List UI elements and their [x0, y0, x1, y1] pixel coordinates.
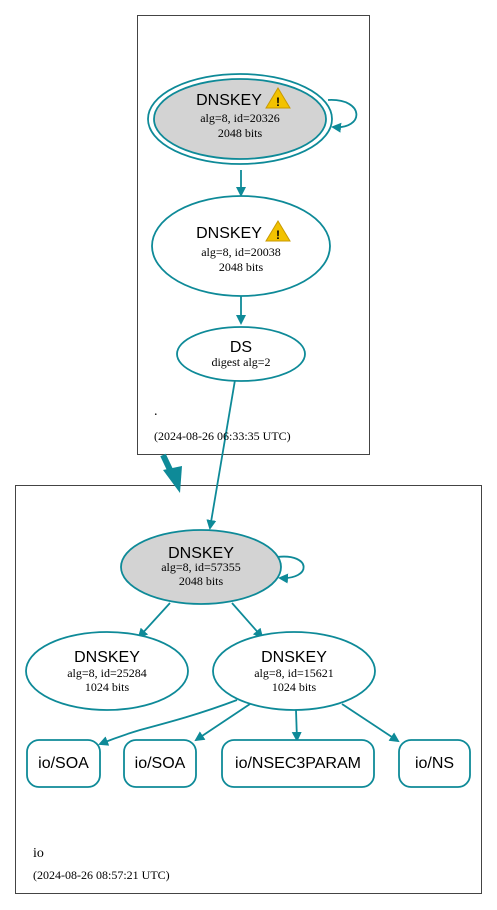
io-zone-timestamp: (2024-08-26 08:57:21 UTC): [33, 868, 170, 882]
rrset-soa-1[interactable]: io/SOA: [26, 739, 101, 788]
svg-text:!: !: [276, 228, 280, 242]
edge-ds-to-io-ksk: [206, 379, 236, 530]
io-zone-name: io: [33, 846, 44, 861]
io-ksk-title: DNSKEY: [168, 545, 234, 562]
io-zsk2-line1: alg=8, id=15621: [254, 666, 334, 680]
io-zsk2-node[interactable]: DNSKEY alg=8, id=15621 1024 bits: [212, 631, 376, 711]
edge-zsk2-to-nsec3param: [291, 709, 302, 742]
rrset-soa-2[interactable]: io/SOA: [123, 739, 197, 788]
svg-text:!: !: [276, 95, 280, 109]
edge-zsk2-to-soa2: [194, 703, 251, 742]
root-zone-name: .: [154, 404, 158, 419]
edge-zsk2-to-soa1: [98, 699, 238, 746]
root-zone-timestamp: (2024-08-26 06:33:35 UTC): [154, 429, 291, 443]
io-zsk1-line2: 1024 bits: [85, 680, 130, 694]
io-zsk2-line2: 1024 bits: [272, 680, 317, 694]
warning-icon: !: [265, 87, 291, 109]
edge-io-ksk-to-zsk1: [137, 602, 171, 639]
io-ksk-line2: 2048 bits: [179, 574, 224, 588]
delegation-arrow: [160, 453, 182, 493]
rrset-ns[interactable]: io/NS: [398, 739, 471, 788]
root-zsk-line1: alg=8, id=20038: [201, 245, 281, 259]
root-zsk-node[interactable]: DNSKEY ! alg=8, id=20038 2048 bits: [151, 195, 331, 297]
io-ksk-node[interactable]: DNSKEY alg=8, id=57355 2048 bits: [120, 529, 282, 605]
io-ds-node[interactable]: DS digest alg=2: [176, 326, 306, 382]
root-zsk-line2: 2048 bits: [219, 260, 264, 274]
io-ds-line1: digest alg=2: [211, 355, 270, 369]
rrset-nsec3param-label: io/NSEC3PARAM: [235, 755, 361, 772]
edge-root-ksk-self: [327, 99, 358, 133]
root-ksk-line1: alg=8, id=20326: [200, 111, 280, 125]
io-ksk-line1: alg=8, id=57355: [161, 560, 241, 574]
root-zone-box: [137, 15, 370, 455]
io-zone-box: [15, 485, 482, 894]
rrset-nsec3param[interactable]: io/NSEC3PARAM: [221, 739, 375, 788]
edge-io-ksk-to-zsk2: [231, 602, 264, 639]
rrset-soa-2-label: io/SOA: [135, 755, 186, 772]
io-zsk1-line1: alg=8, id=25284: [67, 666, 147, 680]
io-zsk2-title: DNSKEY: [261, 649, 327, 666]
root-ksk-line2: 2048 bits: [218, 126, 263, 140]
io-ds-title: DS: [230, 339, 252, 356]
root-ksk-node[interactable]: DNSKEY ! alg=8, id=20326 2048 bits: [147, 73, 333, 165]
root-ksk-title: DNSKEY: [196, 92, 262, 109]
warning-icon: !: [265, 220, 291, 242]
rrset-ns-label: io/NS: [415, 755, 454, 772]
edge-zsk2-to-ns: [341, 703, 400, 743]
io-zsk1-title: DNSKEY: [74, 649, 140, 666]
rrset-soa-1-label: io/SOA: [38, 755, 89, 772]
edge-io-ksk-self: [276, 555, 305, 584]
root-zsk-title: DNSKEY: [196, 225, 262, 242]
io-zsk1-node[interactable]: DNSKEY alg=8, id=25284 1024 bits: [25, 631, 189, 711]
